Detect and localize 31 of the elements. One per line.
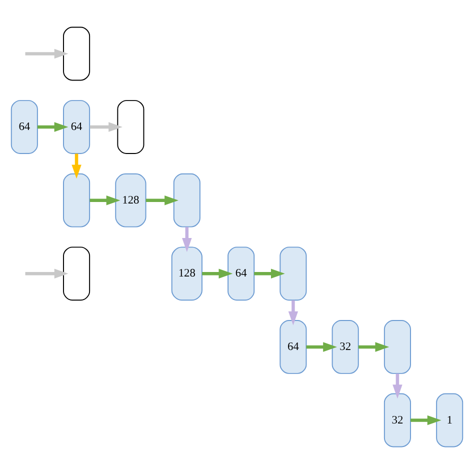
arrow xyxy=(410,415,442,426)
arrow xyxy=(288,300,298,326)
arrow xyxy=(306,342,337,352)
arrow xyxy=(182,226,192,252)
node-box: 64 xyxy=(63,100,90,154)
node-box: 64 xyxy=(280,320,307,374)
node-box xyxy=(63,246,90,301)
arrow xyxy=(392,374,402,399)
node-box xyxy=(384,320,411,374)
arrow xyxy=(25,48,68,59)
node-box: 64 xyxy=(10,100,38,154)
arrow xyxy=(146,195,178,206)
arrow xyxy=(254,268,285,279)
node-box xyxy=(280,246,307,301)
node-box xyxy=(173,173,200,228)
arrow xyxy=(202,268,233,279)
arrow xyxy=(90,122,122,132)
node-box: 32 xyxy=(332,320,359,374)
node-box: 128 xyxy=(115,173,146,228)
arrow xyxy=(37,122,68,132)
arrow xyxy=(90,195,120,206)
node-box: 64 xyxy=(228,246,255,301)
node-box: 32 xyxy=(384,393,411,448)
node-box: 128 xyxy=(171,246,202,301)
arrow xyxy=(25,268,68,279)
node-box xyxy=(117,100,144,154)
arrow xyxy=(72,154,82,179)
node-box xyxy=(63,173,90,228)
node-box: 1 xyxy=(436,393,464,448)
arrow xyxy=(358,342,390,352)
node-box xyxy=(63,26,90,81)
